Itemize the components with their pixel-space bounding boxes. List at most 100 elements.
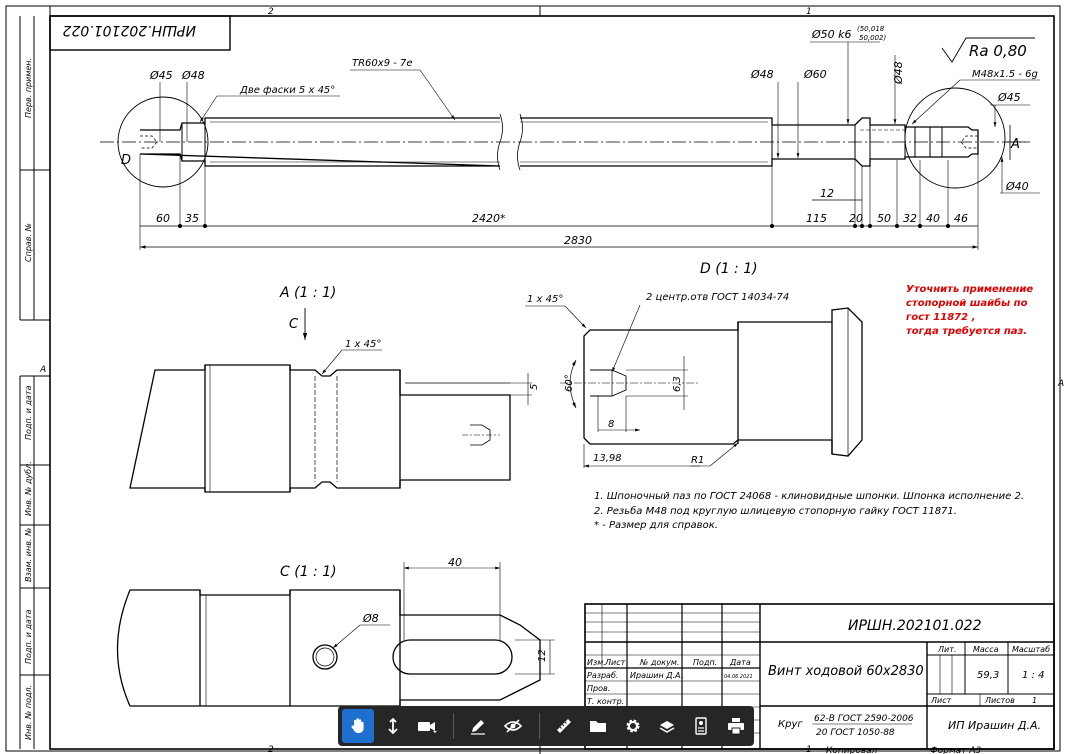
svg-text:1 : 4: 1 : 4: [1022, 670, 1044, 681]
markup-button[interactable]: [462, 709, 494, 743]
designation: ИРШН.202101.022: [848, 618, 982, 634]
svg-text:Ø8: Ø8: [362, 612, 379, 625]
svg-text:Копировал: Копировал: [826, 746, 878, 754]
svg-text:Подп.: Подп.: [693, 658, 717, 667]
svg-text:50: 50: [877, 212, 891, 225]
svg-text:Ø48: Ø48: [892, 61, 905, 85]
svg-text:Две фаски 5 x 45°: Две фаски 5 x 45°: [239, 85, 335, 96]
svg-text:Масса: Масса: [973, 645, 999, 654]
svg-text:04.06.2021: 04.06.2021: [724, 674, 753, 680]
pencil-icon: [471, 720, 486, 735]
svg-text:Подп. и дата: Подп. и дата: [24, 385, 33, 440]
svg-text:A: A: [1010, 137, 1020, 152]
svg-text:Подп. и дата: Подп. и дата: [24, 609, 33, 664]
settings-button[interactable]: [617, 709, 649, 743]
properties-icon: [695, 717, 708, 735]
svg-text:13,98: 13,98: [593, 453, 622, 464]
svg-text:35: 35: [185, 212, 199, 225]
zone-letter: A: [39, 365, 46, 375]
camera-button[interactable]: [411, 709, 443, 743]
view-c: [116, 562, 555, 707]
svg-text:1: 1: [1032, 696, 1037, 705]
eye-off-icon: [503, 719, 522, 733]
technical-notes: 1. Шпоночный паз по ГОСТ 24068 - клинови…: [594, 491, 1024, 531]
svg-text:Т. контр.: Т. контр.: [587, 697, 624, 706]
folder-icon: [590, 721, 607, 732]
svg-text:115: 115: [806, 212, 827, 225]
pan-tool-button[interactable]: [342, 709, 375, 743]
svg-text:60: 60: [156, 212, 170, 225]
svg-text:гост 11872 ,: гост 11872 ,: [906, 312, 975, 323]
svg-text:Дата: Дата: [729, 658, 751, 667]
svg-text:12: 12: [820, 187, 834, 200]
svg-text:50,002): 50,002): [859, 34, 886, 42]
print-icon: [727, 718, 744, 735]
svg-text:Формат А3: Формат А3: [930, 746, 982, 754]
side-strip: Перв. примен. Справ. № Подп. и дата Инв.…: [19, 16, 50, 749]
svg-text:* - Размер для справок.: * - Размер для справок.: [594, 520, 718, 531]
svg-text:20 ГОСТ 1050-88: 20 ГОСТ 1050-88: [816, 728, 895, 738]
svg-text:Ирашин Д.А.: Ирашин Д.А.: [630, 671, 683, 680]
svg-text:59,3: 59,3: [977, 670, 999, 681]
svg-text:32: 32: [903, 212, 917, 225]
svg-text:Ø60: Ø60: [803, 68, 827, 81]
svg-text:Лит.: Лит.: [937, 645, 956, 654]
navigate-button[interactable]: [376, 709, 408, 743]
red-note: Уточнить применение стопорной шайбы по г…: [906, 284, 1033, 337]
gear-icon: [626, 719, 640, 733]
svg-text:1 x 45°: 1 x 45°: [527, 294, 563, 305]
model-browser-button[interactable]: [582, 709, 614, 743]
svg-text:1 x 45°: 1 x 45°: [345, 339, 381, 350]
svg-text:Разраб.: Разраб.: [587, 671, 618, 680]
svg-text:6,3: 6,3: [672, 376, 683, 392]
zone-number: 2: [268, 7, 274, 17]
toolbar-separator: [538, 713, 540, 739]
hand-icon: [351, 718, 364, 733]
svg-text:№ докум.: № докум.: [639, 658, 679, 667]
svg-text:2. Резьба М48 под круглую шлиц: 2. Резьба М48 под круглую шлицевую стопо…: [594, 505, 957, 517]
svg-text:12: 12: [537, 649, 548, 662]
svg-text:Пров.: Пров.: [587, 684, 610, 693]
svg-text:62-В ГОСТ 2590-2006: 62-В ГОСТ 2590-2006: [814, 714, 914, 724]
visibility-button[interactable]: [496, 709, 528, 743]
svg-text:Круг: Круг: [778, 719, 803, 730]
view-a-title: A (1 : 1): [279, 285, 336, 301]
zone-letter: A: [1057, 379, 1064, 389]
svg-text:M48x1.5 - 6g: M48x1.5 - 6g: [972, 69, 1038, 80]
main-view: [100, 37, 1040, 250]
svg-text:60°: 60°: [564, 374, 575, 392]
zone-number: 1: [806, 7, 812, 17]
svg-text:TR60x9 - 7e: TR60x9 - 7e: [352, 58, 413, 69]
properties-button[interactable]: [685, 709, 717, 743]
zone-number: 2: [268, 745, 274, 754]
svg-text:Перв. примен.: Перв. примен.: [24, 58, 33, 118]
svg-text:тогда требуется паз.: тогда требуется паз.: [906, 325, 1027, 337]
organization: ИП Ирашин Д.А.: [948, 719, 1041, 732]
print-button[interactable]: [720, 709, 752, 743]
main-view-labels: Ø45 Ø48 Две фаски 5 x 45° TR60x9 - 7e Ø4…: [121, 25, 1038, 247]
svg-text:8: 8: [608, 419, 614, 430]
svg-text:Листов: Листов: [984, 696, 1015, 705]
svg-text:Ø50 k6: Ø50 k6: [811, 28, 852, 41]
view-d-title: D (1 : 1): [700, 261, 758, 277]
svg-text:C: C: [289, 317, 299, 332]
measure-button[interactable]: [548, 709, 580, 743]
svg-text:2420*: 2420*: [472, 212, 506, 225]
viewer-toolbar: [338, 706, 754, 746]
svg-text:R1: R1: [691, 455, 704, 466]
svg-text:стопорной шайбы по: стопорной шайбы по: [906, 297, 1028, 309]
svg-text:20: 20: [849, 212, 863, 225]
svg-text:Взам. инв. №: Взам. инв. №: [24, 528, 33, 582]
view-a: [129, 308, 532, 493]
svg-text:Ra 0,80: Ra 0,80: [969, 42, 1027, 60]
layers-button[interactable]: [651, 709, 683, 743]
svg-text:40: 40: [926, 212, 940, 225]
svg-text:Инв. № дубл.: Инв. № дубл.: [24, 461, 33, 516]
layers-icon: [659, 721, 675, 733]
svg-text:2830: 2830: [564, 234, 592, 247]
toolbar-separator: [453, 713, 455, 739]
svg-text:5: 5: [529, 384, 540, 390]
svg-text:Уточнить применение: Уточнить применение: [906, 284, 1033, 295]
